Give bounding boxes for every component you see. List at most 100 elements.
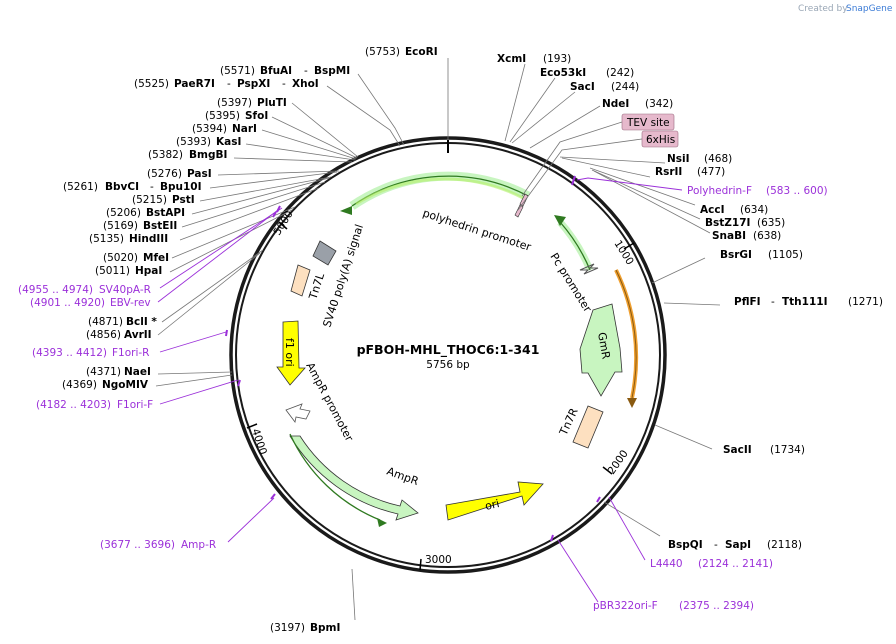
site-bpu10i-name: Bpu10I [160,181,202,193]
site-xcmi-pos: (193) [543,53,571,65]
site-pasi-name: PasI [187,168,212,180]
site-bmgbi-name: BmgBI [189,149,227,161]
site-snabi-name: SnaBI [712,230,746,242]
site-eco53ki-pos: (242) [606,67,634,79]
label-sv40: SV40 poly(A) signal [320,223,366,329]
site-hpai-name: HpaI [135,265,162,277]
site-bstz17i-name: BstZ17I [705,217,750,229]
site-ecori-pos: (5753) [365,46,400,58]
site-pspxi-name: PspXI [237,78,270,90]
label-ampr: AmpR [385,465,421,489]
feature-gmr-arrow [579,303,623,397]
site-bpmi-pos: (3197) [270,622,305,634]
site-paer7i-sep: - [227,78,231,90]
site-bsrgi-pos: (1105) [768,249,803,261]
site-mfei-name: MfeI [143,252,169,264]
primer-l4440-name: L4440 [650,558,683,570]
primer-f1ori-f-range: (4182 .. 4203) [36,399,111,411]
site-bsteii-name: BstEII [143,220,177,232]
site-saci-name: SacI [570,81,595,93]
site-bspqi-name: BspQI [668,539,703,551]
site-avrii-pos: (4856) [86,329,121,341]
primer-marks [225,175,601,542]
site-pluti-name: PluTI [257,97,287,109]
site-acci-name: AccI [700,204,724,216]
site-bstapi-pos: (5206) [106,207,141,219]
site-nsii-name: NsiI [667,153,690,165]
site-psti-pos: (5215) [132,194,167,206]
ampr-promoter-glyph [285,403,311,423]
site-sacii-name: SacII [723,444,752,456]
pc-promoter-glyph [579,263,599,275]
site-nari-pos: (5394) [192,123,227,135]
tev-leader [521,121,623,197]
primer-amp-r-name: Amp-R [181,539,216,551]
site-bspqi-pos: (2118) [767,539,802,551]
site-sfoi-pos: (5395) [205,110,240,122]
site-xhoi-name: XhoI [292,78,319,90]
feature-ori-arrow [445,481,544,521]
site-bbvci-pos: (5261) [63,181,98,193]
brand-snapgene: SnapGene [846,4,893,14]
plasmid-length: 5756 bp [426,359,470,371]
his-leader [517,138,643,211]
primer-f1ori-r-name: F1ori-R [112,347,149,359]
site-nari-name: NarI [232,123,257,135]
site-eco53ki-name: Eco53kI [540,67,586,79]
site-naei-name: NaeI [124,366,151,378]
site-hindiii-name: HindIII [129,233,168,245]
site-pflfi-name: PflFI [734,296,761,308]
leader-lines-left [155,73,405,387]
brand-created-by: Created by [798,4,848,14]
primer-polyhedrin-f-name: Polyhedrin-F [687,185,752,197]
site-hpai-pos: (5011) [95,265,130,277]
site-ngomiv-pos: (4369) [62,379,97,391]
primer-polyhedrin-f-range: (583 .. 600) [766,185,828,197]
feature-f1-ori-arrow [276,320,306,386]
site-avrii-name: AvrII [124,329,152,341]
primer-f1ori-f-name: F1ori-F [117,399,153,411]
site-saci-pos: (244) [611,81,639,93]
tick-2000 [602,466,613,475]
site-ndei-pos: (342) [645,98,673,110]
site-bpmi-name: BpmI [310,622,340,634]
site-bspmi-name: BspMI [314,65,350,77]
site-paer7i-pos: (5525) [134,78,169,90]
feature-tn7r-box [572,405,604,449]
site-rsrii-pos: (477) [697,166,725,178]
site-kasi-pos: (5393) [176,136,211,148]
site-bfuai-pos: (5571) [220,65,255,77]
tick-5000 [278,221,288,230]
site-ecori-name: EcoRI [405,46,438,58]
site-hindiii-pos: (5135) [89,233,124,245]
primer-sv40pa-r-name: SV40pA-R [99,284,151,296]
tick-4000 [246,423,258,429]
primer-l4440-range: (2124 .. 2141) [698,558,773,570]
site-naei-pos: (4371) [86,366,121,378]
label-ori: ori [484,497,501,513]
site-bstz17i-pos: (635) [757,217,785,229]
site-pflfi-sep: - [771,296,775,308]
site-ndei-name: NdeI [602,98,629,110]
site-acci-pos: (634) [740,204,768,216]
site-sfoi-name: SfoI [245,110,268,122]
site-rsrii-name: RsrII [655,166,682,178]
label-f1-ori: f1 ori [283,338,296,367]
site-bcli-name: BclI * [126,316,157,328]
tick-label-2000: 2000 [606,448,631,477]
site-pasi-pos: (5276) [147,168,182,180]
site-bcli-pos: (4871) [88,316,123,328]
ampr-green-line [289,433,381,521]
primer-lines [157,177,683,603]
primer-pbr322-range: (2375 .. 2394) [679,600,754,612]
label-ampr-promoter: AmpR promoter [303,360,356,444]
plasmid-title: pFBOH-MHL_THOC6:1-341 [357,342,540,358]
site-paer7i-sep2: - [282,78,286,90]
site-tth111i-name: Tth111I [782,296,827,308]
tick-marks [246,221,635,571]
site-snabi-pos: (638) [753,230,781,242]
site-psti-name: PstI [172,194,195,206]
site-bfuai-name: BfuAI [260,65,292,77]
tick-3000 [419,558,422,571]
site-paer7i-name: PaeR7I [174,78,215,90]
